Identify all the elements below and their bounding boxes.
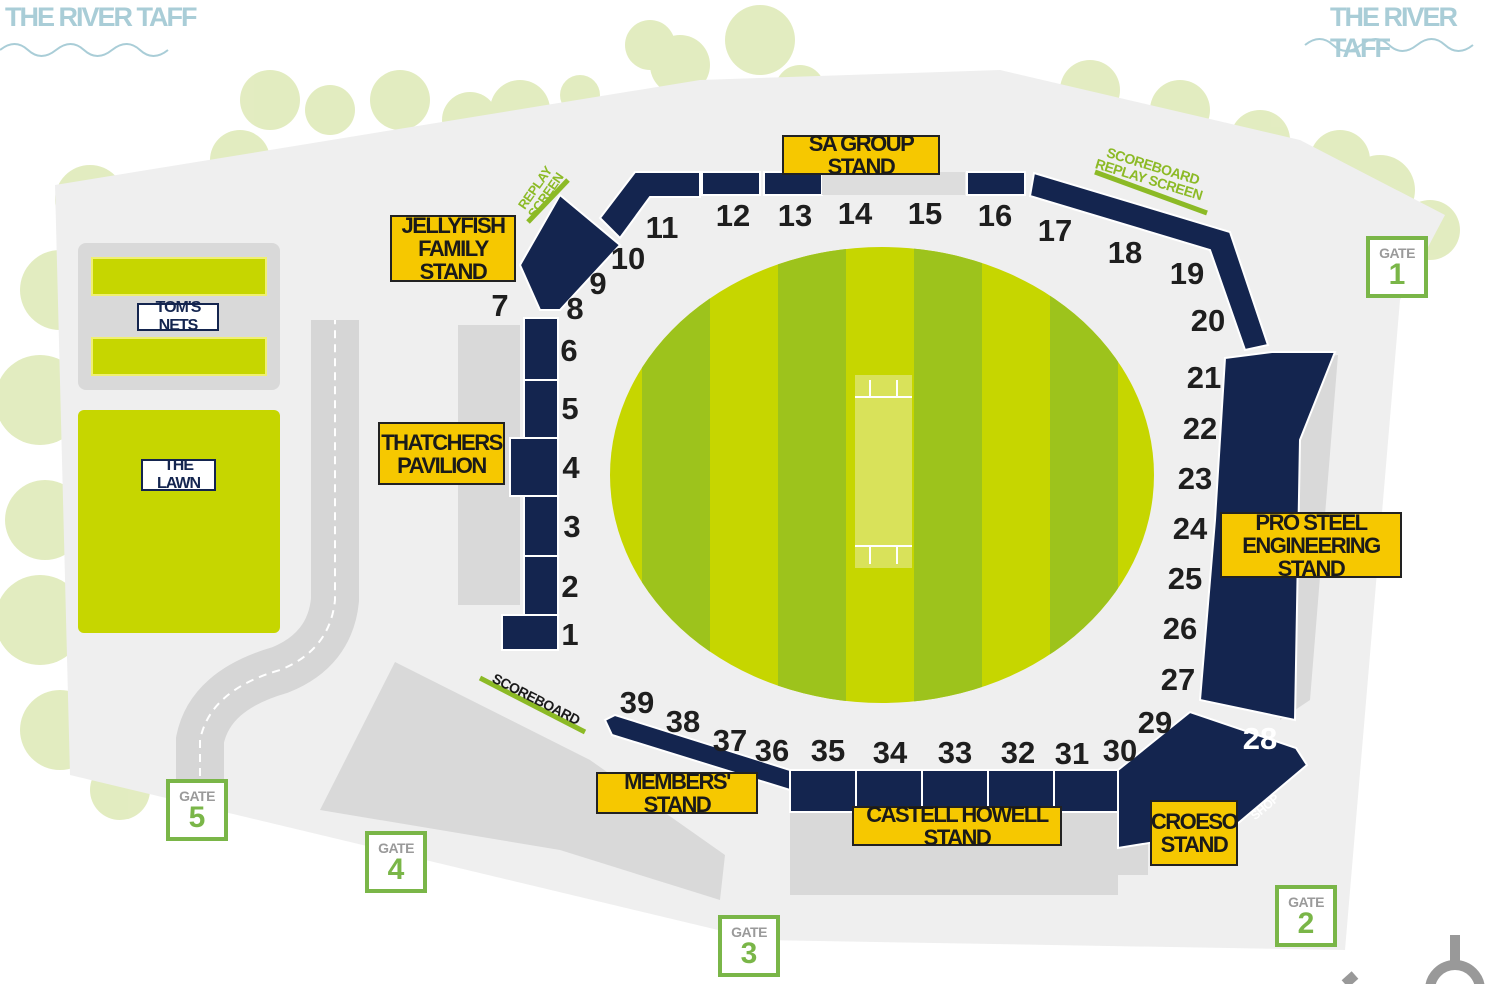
river-wave-right xyxy=(1304,38,1474,52)
section-numbers: 1 2 3 4 5 6 7 8 9 10 11 12 13 14 15 16 1… xyxy=(491,196,1277,771)
section-5: 5 xyxy=(561,391,578,426)
net-2 xyxy=(91,337,267,376)
section-30: 30 xyxy=(1103,733,1137,768)
roundabout xyxy=(1341,935,1485,984)
section-22: 22 xyxy=(1183,411,1217,446)
section-9: 9 xyxy=(589,266,606,301)
section-35: 35 xyxy=(811,733,845,768)
sa-group-screen-gap xyxy=(822,172,965,195)
section-3: 3 xyxy=(563,509,580,544)
jellyfish-family-stand-label[interactable]: JELLYFISH FAMILY STAND xyxy=(390,214,516,283)
section-1: 1 xyxy=(561,617,578,652)
section-32: 32 xyxy=(1001,735,1035,770)
section-26: 26 xyxy=(1163,611,1197,646)
section-38: 38 xyxy=(666,704,700,739)
gate-5-number: 5 xyxy=(188,801,206,834)
section-10: 10 xyxy=(611,241,645,276)
section-13: 13 xyxy=(778,198,812,233)
section-27: 27 xyxy=(1161,662,1195,697)
gate-2-number: 2 xyxy=(1297,907,1315,940)
section-34: 34 xyxy=(873,735,908,770)
section-28: 28 xyxy=(1243,721,1277,756)
section-4: 4 xyxy=(562,450,580,485)
section-7: 7 xyxy=(491,288,508,323)
section-16: 16 xyxy=(978,198,1012,233)
section-18: 18 xyxy=(1108,235,1142,270)
section-2: 2 xyxy=(561,569,578,604)
section-29: 29 xyxy=(1138,705,1172,740)
river-taff-label-right: THE RIVER TAFF xyxy=(1330,2,1458,63)
section-37: 37 xyxy=(713,723,747,758)
gate-5-label: GATE xyxy=(179,788,215,804)
cricket-pitch xyxy=(855,375,912,568)
section-8: 8 xyxy=(566,291,583,326)
section-21: 21 xyxy=(1187,360,1221,395)
section-25: 25 xyxy=(1168,561,1202,596)
net-1 xyxy=(91,257,267,296)
pro-steel-engineering-stand-label[interactable]: PRO STEEL ENGINEERING STAND xyxy=(1220,511,1402,580)
sa-group-stand-label[interactable]: SA GROUP STAND xyxy=(782,132,940,178)
gate-4-label: GATE xyxy=(378,840,414,856)
croeso-stand-label[interactable]: CROESO STAND xyxy=(1150,800,1239,866)
castell-howell-stand-label[interactable]: CASTELL HOWELL STAND xyxy=(852,803,1062,849)
the-lawn xyxy=(78,410,280,633)
section-20: 20 xyxy=(1191,303,1225,338)
section-39: 39 xyxy=(620,685,654,720)
section-36: 36 xyxy=(755,733,789,768)
gate-4-number: 4 xyxy=(387,853,405,886)
gate-1-number: 1 xyxy=(1388,258,1406,291)
section-24: 24 xyxy=(1173,511,1208,546)
section-14: 14 xyxy=(838,196,873,231)
section-17: 17 xyxy=(1038,213,1072,248)
screen-bars xyxy=(478,169,1208,735)
gate-3-number: 3 xyxy=(740,937,758,970)
section-23: 23 xyxy=(1178,461,1212,496)
toms-nets-label: TOM'S NETS xyxy=(137,299,219,334)
section-19: 19 xyxy=(1170,256,1204,291)
members-stand-label[interactable]: MEMBERS' STAND xyxy=(596,770,758,816)
thatchers-pavilion-label[interactable]: THATCHERS PAVILION xyxy=(378,422,505,485)
river-wave-left xyxy=(0,43,169,57)
section-15: 15 xyxy=(908,196,942,231)
river-taff-label-left: THE RIVER TAFF xyxy=(5,2,197,32)
section-31: 31 xyxy=(1055,736,1089,771)
gate-3-label: GATE xyxy=(731,924,767,940)
section-33: 33 xyxy=(938,735,972,770)
section-11: 11 xyxy=(646,210,679,245)
gate-2-label: GATE xyxy=(1288,894,1324,910)
section-12: 12 xyxy=(716,198,750,233)
gate-1-label: GATE xyxy=(1379,245,1415,261)
the-lawn-label: THE LAWN xyxy=(141,457,216,492)
section-6: 6 xyxy=(560,333,577,368)
